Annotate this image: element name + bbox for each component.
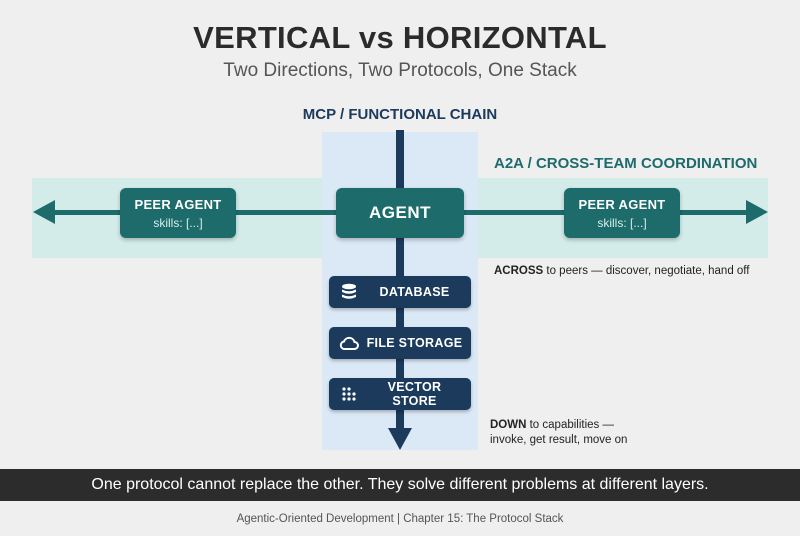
peer-agent-skills: skills: [...]: [597, 215, 647, 230]
arrow-left-icon: [33, 200, 55, 224]
peer-agent-name: PEER AGENT: [134, 196, 222, 212]
agent-box: AGENT: [336, 188, 464, 238]
down-note-keyword: DOWN: [490, 419, 527, 431]
capability-label: DATABASE: [379, 285, 450, 299]
peer-agent-left: PEER AGENT skills: [...]: [120, 188, 236, 238]
arrow-down-icon: [388, 428, 412, 450]
capability-label: VECTOR STORE: [387, 380, 442, 408]
peer-agent-right: PEER AGENT skills: [...]: [564, 188, 680, 238]
database-icon: [338, 281, 360, 303]
dot-grid-icon: [338, 383, 360, 405]
down-note-line-1: DOWN to capabilities —: [490, 418, 627, 433]
mcp-label: MCP / FUNCTIONAL CHAIN: [302, 106, 498, 123]
across-note-text: to peers — discover, negotiate, hand off: [543, 265, 750, 277]
capability-database: DATABASE: [329, 276, 471, 308]
a2a-label: A2A / CROSS-TEAM COORDINATION: [494, 155, 758, 172]
down-note-line-2: invoke, get result, move on: [490, 434, 628, 446]
peer-agent-skills: skills: [...]: [153, 215, 203, 230]
capability-label: FILE STORAGE: [366, 336, 463, 350]
peer-agent-name: PEER AGENT: [578, 196, 666, 212]
summary-banner-text: One protocol cannot replace the other. T…: [91, 476, 709, 493]
cloud-icon: [338, 332, 360, 354]
arrow-right-icon: [746, 200, 768, 224]
page-subtitle: Two Directions, Two Protocols, One Stack: [223, 60, 577, 81]
summary-banner: One protocol cannot replace the other. T…: [0, 469, 800, 501]
page-title: VERTICAL vs HORIZONTAL: [193, 20, 607, 55]
across-note-keyword: ACROSS: [494, 265, 544, 277]
capability-file-storage: FILE STORAGE: [329, 327, 471, 359]
footer-caption: Agentic-Oriented Development | Chapter 1…: [236, 513, 564, 525]
across-note: ACROSS to peers — discover, negotiate, h…: [494, 265, 749, 277]
down-note: DOWN to capabilities — invoke, get resul…: [490, 418, 627, 448]
capability-vector-store: VECTOR STORE: [329, 378, 471, 410]
agent-label: AGENT: [369, 203, 431, 222]
down-note-text: to capabilities —: [526, 419, 614, 431]
